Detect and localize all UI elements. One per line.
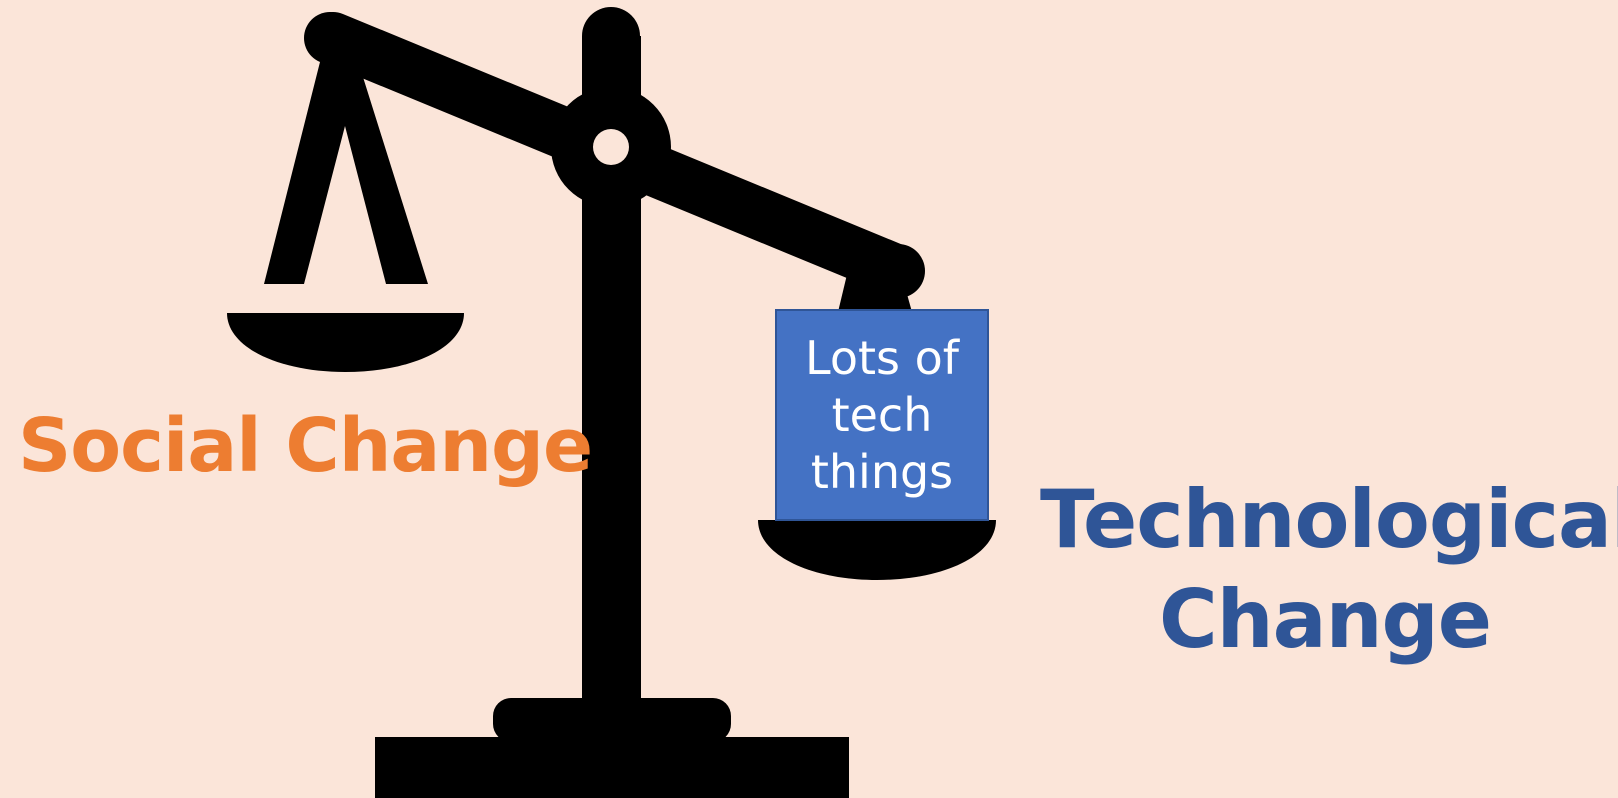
scale-left-hanger (264, 58, 428, 284)
technological-change-label: Technological Change (1040, 470, 1618, 670)
technological-change-line-2: Change (1158, 573, 1492, 666)
scale-left-knob (304, 12, 356, 64)
scale-right-pan (758, 520, 996, 580)
scale-post-top (582, 7, 640, 65)
tech-weight-box: Lots of tech things (775, 309, 989, 521)
technological-change-line-1: Technological (1040, 473, 1618, 566)
social-change-label: Social Change (18, 403, 593, 489)
scale-base-plinth (375, 737, 849, 798)
scale-right-hanger (838, 262, 912, 312)
weight-box-label: Lots of tech things (805, 330, 959, 499)
scale-left-pan (227, 313, 464, 372)
scale-base-step (493, 698, 731, 742)
scale-pivot-hole (593, 129, 629, 165)
